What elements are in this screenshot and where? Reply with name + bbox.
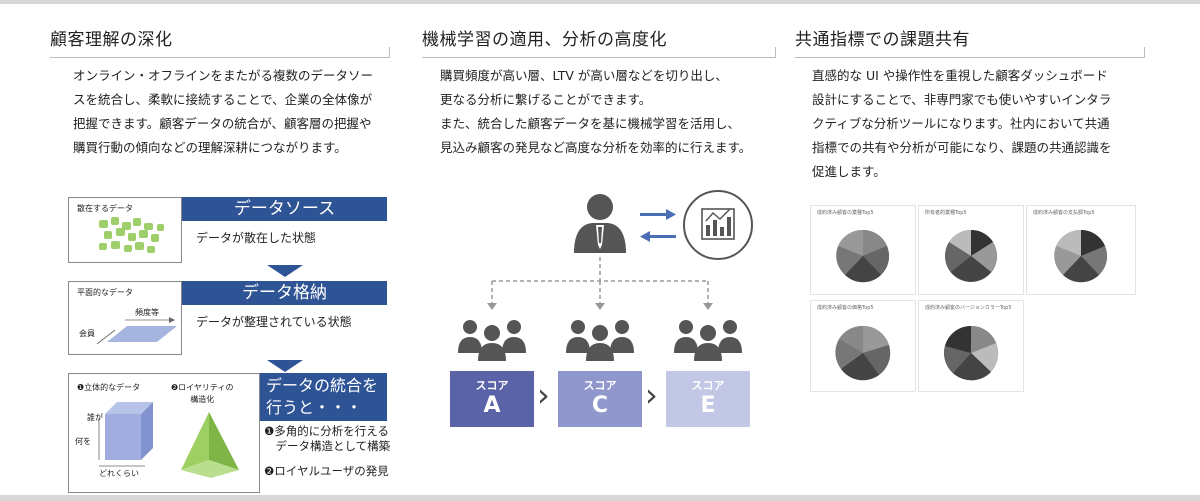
integrated-data-box: ❶立体的なデータ ❷ロイヤリティの 構造化 誰が 何を どれくらい: [68, 373, 260, 493]
axis-label: 頻度等: [135, 308, 159, 317]
benefit-item: ❶多角的に分析を行える データ構造として構築: [264, 424, 391, 453]
dashboard-card: 成約済み顧客のバージョンカラーTop5: [918, 300, 1024, 392]
scattered-data-box: 散在するデータ: [68, 197, 182, 263]
score-grade: A: [483, 393, 501, 418]
score-grade: E: [700, 393, 716, 418]
card-title: 成約済み顧客の業種Top5: [817, 210, 874, 216]
chevron-right-icon: ›: [537, 376, 550, 414]
column-description: 購買頻度が高い層、LTV が高い層などを切り出し、 更なる分析に繋げることができ…: [440, 68, 752, 155]
analytics-chart-icon: [683, 190, 753, 260]
scattered-puzzle-icon: [99, 217, 164, 253]
score-block-a: スコア A: [450, 371, 534, 427]
column-title: 顧客理解の深化: [50, 30, 173, 50]
business-person-icon: [574, 194, 626, 253]
dashboard-card: 所有者的業種Top5: [918, 205, 1024, 295]
customer-group-icon: [566, 320, 634, 361]
pie-chart: [944, 326, 999, 381]
flow-arrow-down: [267, 360, 303, 372]
column-title: 共通指標での課題共有: [795, 30, 970, 50]
score-label: スコア: [475, 379, 509, 392]
pie-chart: [835, 325, 891, 381]
stage-title-datasource: データソース: [182, 197, 387, 221]
column-header-customer-understanding: 顧客理解の深化: [50, 25, 390, 58]
stage-description: データが整理されている状態: [196, 315, 352, 329]
box-label: ❷ロイヤリティの 構造化: [171, 383, 234, 404]
dashboard-card: 成約済み顧客の支払額Top5: [1026, 205, 1136, 295]
axis-label: 誰が: [87, 413, 103, 422]
customer-group-icon: [458, 320, 526, 361]
cube-icon: [98, 402, 153, 467]
score-label: スコア: [691, 379, 725, 392]
column-title: 機械学習の適用、分析の高度化: [422, 30, 667, 50]
axis-label: 会員: [79, 329, 95, 338]
axis-label: 何を: [75, 437, 91, 446]
column-description: 直感的な UI や操作性を重視した顧客ダッシュボード 設計にすることで、非専門家…: [812, 68, 1112, 179]
dashboard-card: 成約済み顧客の価格Top5: [810, 300, 916, 392]
box-label: 平面的なデータ: [77, 288, 133, 297]
column-description: オンライン・オフラインをまたがる複数のデータソー スを統合し、柔軟に接続すること…: [73, 68, 374, 155]
chevron-right-icon: ›: [645, 376, 658, 414]
card-title: 成約済み顧客の価格Top5: [817, 305, 874, 311]
flat-data-box: 平面的なデータ 頻度等 会員: [68, 281, 182, 355]
exchange-arrows-icon: [640, 209, 676, 242]
benefit-item: ❷ロイヤルユーザの発見: [264, 464, 389, 478]
box-label: ❶立体的なデータ: [77, 383, 141, 392]
score-block-e: スコア E: [666, 371, 750, 427]
customer-group-icon: [674, 320, 742, 361]
stage-title-integration: データの統合を 行うと・・・: [260, 373, 387, 421]
pie-chart: [945, 229, 997, 282]
score-block-c: スコア C: [558, 371, 642, 427]
pie-chart: [836, 229, 890, 283]
axis-label: どれくらい: [99, 469, 139, 478]
top-border: [0, 0, 1200, 4]
column-header-shared-metrics: 共通指標での課題共有: [795, 25, 1145, 58]
bottom-border: [0, 495, 1200, 501]
card-title: 成約済み顧客の支払額Top5: [1033, 210, 1095, 216]
flow-arrow-down: [267, 265, 303, 277]
stage-description: データが散在した状態: [196, 231, 317, 245]
score-label: スコア: [583, 379, 617, 392]
box-label: 散在するデータ: [77, 204, 133, 213]
ml-flow-diagram: [458, 190, 753, 361]
dashed-connector: [491, 257, 709, 303]
pie-chart: [1054, 229, 1108, 283]
card-title: 成約済み顧客のバージョンカラーTop5: [925, 305, 1012, 311]
flat-plane-icon: [96, 317, 177, 345]
dashboard-card: 成約済み顧客の業種Top5: [810, 205, 916, 295]
stage-title-storage: データ格納: [182, 281, 387, 305]
column-header-machine-learning: 機械学習の適用、分析の高度化: [422, 25, 776, 58]
score-grade: C: [591, 393, 609, 418]
card-title: 所有者的業種Top5: [925, 210, 967, 216]
pyramid-icon: [181, 412, 239, 478]
